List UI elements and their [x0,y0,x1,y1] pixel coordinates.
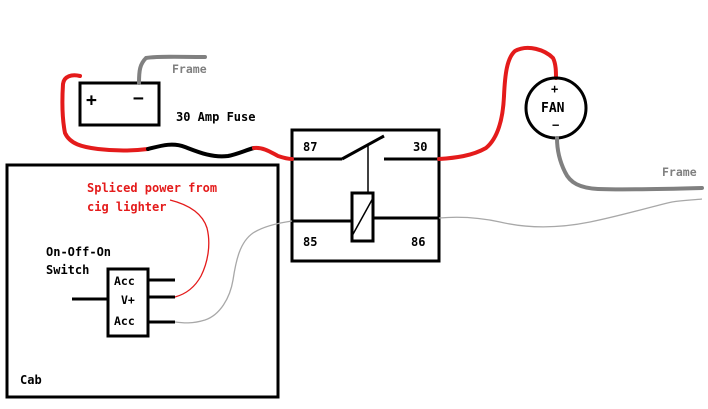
switch-label-line2: Switch [46,263,89,277]
fuse-label: 30 Amp Fuse [176,110,255,124]
relay-coil-diagonal [351,197,374,237]
fan-plus-label: + [551,82,558,96]
spliced-power-label-line1: Spliced power from [87,181,217,195]
frame-label-right: Frame [662,165,697,179]
fan-power-wire [437,46,558,161]
cab-box [5,163,280,399]
relay-86-ground-wire [438,198,703,228]
cab-label: Cab [20,373,42,387]
spliced-power-wire [169,199,210,298]
battery-minus-label: − [133,88,144,109]
switch-body [106,267,150,338]
relay-box [290,128,441,263]
battery-plus-label: + [86,90,97,111]
relay-85-wire [174,220,293,324]
switch-label-line1: On-Off-On [46,245,111,259]
frame-label-top: Frame [172,62,207,76]
fan-label: FAN [541,101,565,116]
battery-power-wire [60,73,150,153]
relay-87-wire [252,145,294,161]
fan-minus-label: − [552,118,559,132]
fuse-wire [146,142,256,159]
relay-switch-arm [341,134,385,161]
battery [78,81,161,127]
relay-pin-30: 30 [413,140,427,154]
relay-pin-86: 86 [411,235,425,249]
relay-pin-85: 85 [303,235,317,249]
fan-ground-wire [555,136,704,192]
switch-acc-top-label: Acc [114,274,135,288]
switch-acc-bottom-label: Acc [114,314,135,328]
relay-pin-87: 87 [303,140,317,154]
battery-ground-wire [137,54,207,85]
switch-vplus-label: V+ [121,293,135,307]
spliced-power-label-line2: cig lighter [87,200,166,214]
